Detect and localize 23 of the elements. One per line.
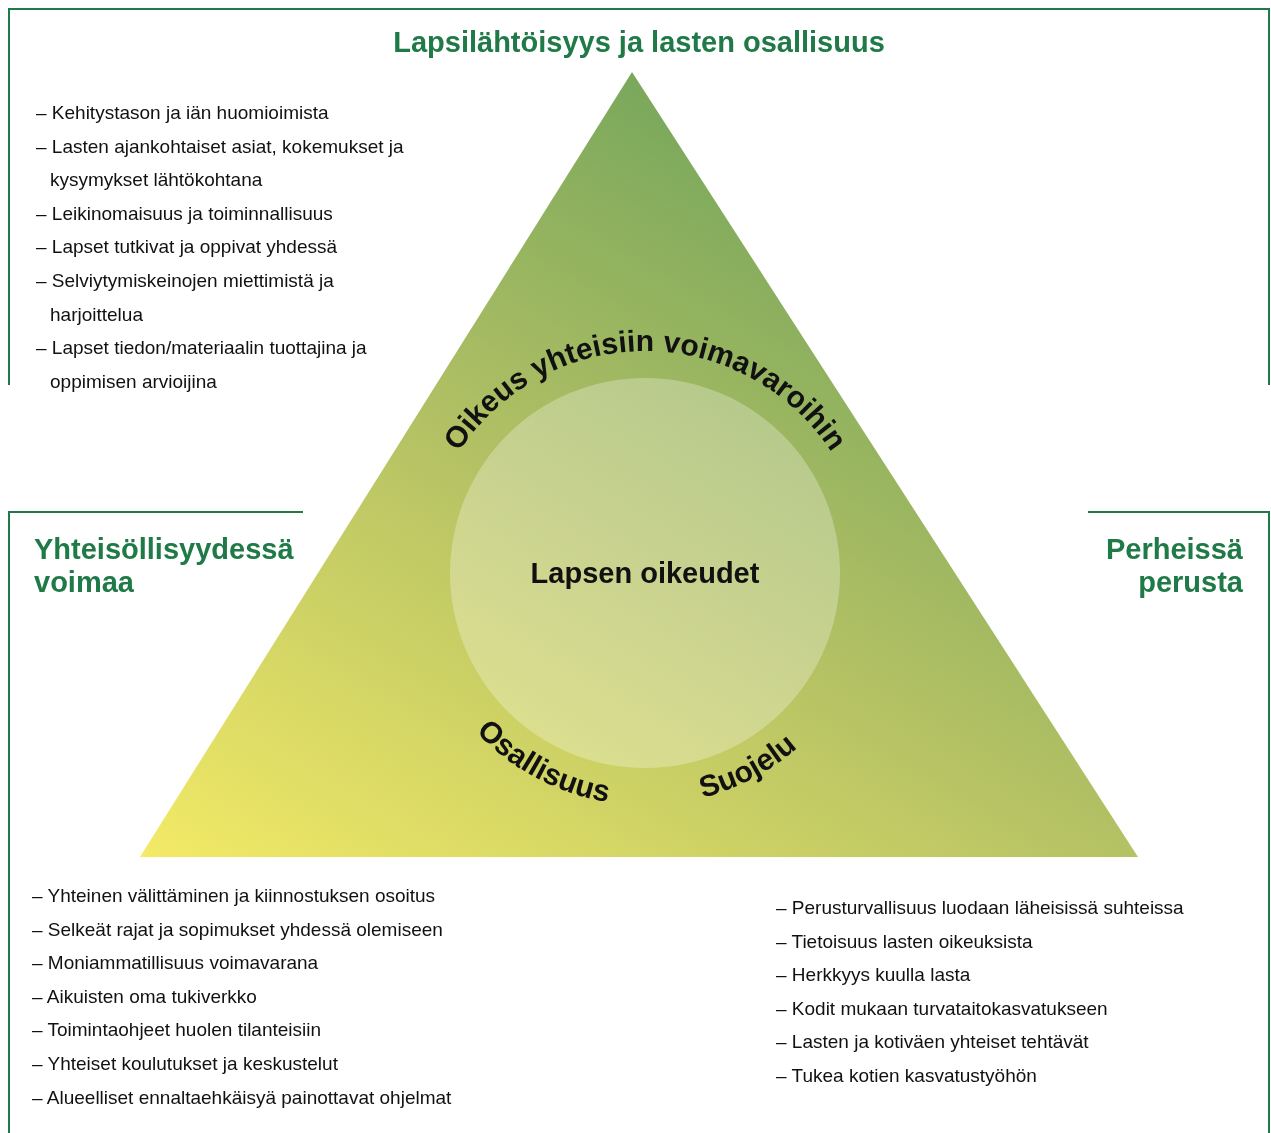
list-item: – Lapset tutkivat ja oppivat yhdessä [36,235,339,260]
list-item: – Lasten ajankohtaiset asiat, kokemukset ja kysymykset lähtökohtana [36,134,405,193]
list-item: – Aikuisten oma tukiverkko [32,984,258,1009]
list-item: – Yhteiset koulutukset ja keskustelut [32,1051,339,1076]
list-item: – Perusturvallisuus luodaan läheisissä suhteissa [776,896,1185,920]
list-item: – Herkkyys kuulla lasta [776,963,972,988]
list-item: – Selviytymiskeinojen miettimistä ja harjoittelua [36,268,335,327]
panel-heading: Yhteisöllisyydessä voimaa [34,533,295,599]
panel-heading: Perheissä perusta [1104,533,1243,599]
list-item: – Kodit mukaan turvataitokasvatukseen [776,996,1109,1021]
list-item: – Selkeät rajat ja sopimukset yhdessä olemiseen [32,917,444,942]
list-item: – Moniammatillisuus voimavarana [32,951,320,976]
list-item: – Lapset tiedon/materiaalin tuottajina ja oppimisen arvioijina [36,336,368,394]
list-item: – Lasten ja kotiväen yhteiset tehtävät [776,1030,1090,1055]
list-item: – Yhteinen välittäminen ja kiinnostuksen osoitus [32,884,437,908]
list-item: – Alueelliset ennaltaehkäisyä painottavat ohjelmat [32,1085,453,1110]
list-item: – Tukea kotien kasvatustyöhön [776,1063,1038,1088]
list-item: – Leikinomaisuus ja toiminnallisuus [36,201,334,226]
list-item: – Toimintaohjeet huolen tilanteisiin [32,1018,323,1043]
center-label: Lapsen oikeudet [530,556,760,590]
panel-heading: Lapsilähtöisyys ja lasten osallisuus [392,26,886,59]
list-item: – Tietoisuus lasten oikeuksista [776,929,1034,954]
list-item: – Kehitystason ja iän huomioimista [36,101,330,125]
